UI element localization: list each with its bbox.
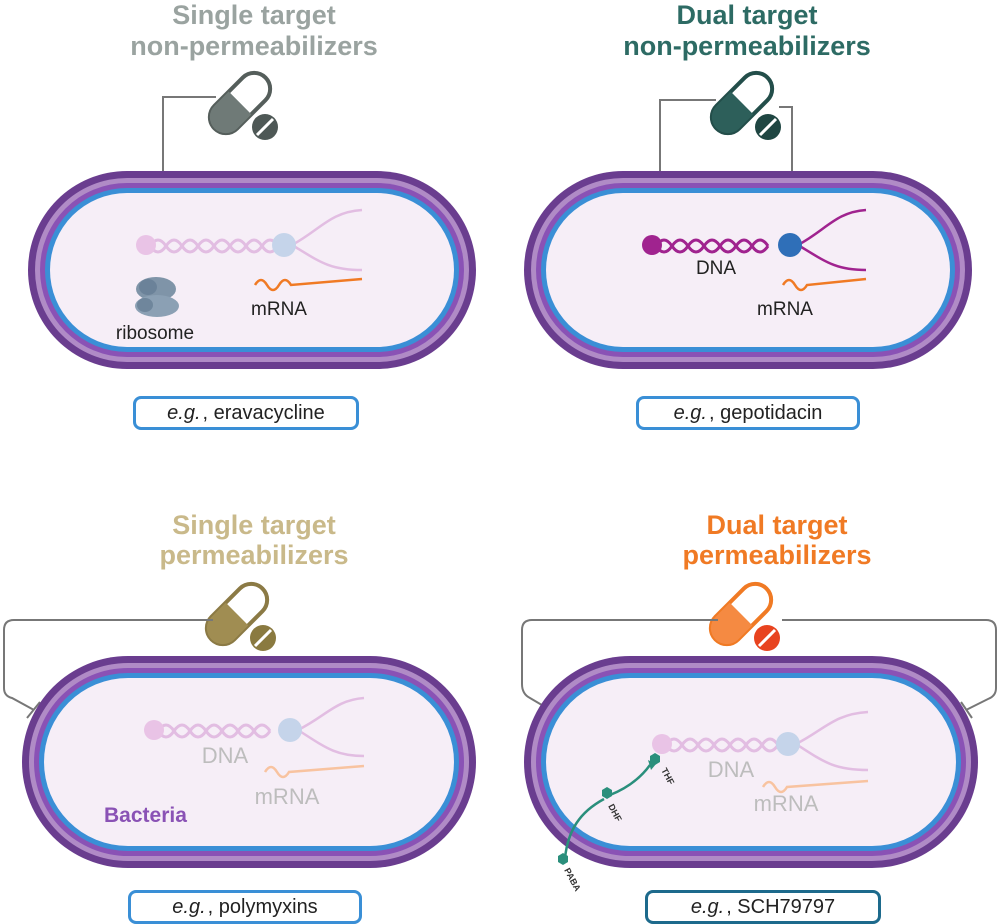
dna-label: DNA bbox=[696, 258, 736, 279]
example-name: , SCH79797 bbox=[726, 895, 836, 918]
example-polymyxins: e.g., polymyxins bbox=[128, 890, 362, 924]
panel-title-line2: permeabilizers bbox=[682, 540, 871, 570]
mrna-label: mRNA bbox=[754, 791, 819, 816]
example-sch79797: e.g., SCH79797 bbox=[645, 890, 881, 924]
panel-title-line1: Dual target bbox=[676, 0, 817, 30]
bacterial-cell bbox=[22, 656, 476, 868]
dna-label: DNA bbox=[708, 757, 755, 782]
example-prefix: e.g. bbox=[172, 895, 206, 918]
panel-title-line2: non-permeabilizers bbox=[130, 31, 378, 61]
dna-helix bbox=[144, 696, 365, 758]
ribosome-icon bbox=[135, 277, 179, 317]
example-eravacycline: e.g., eravacycline bbox=[133, 396, 359, 430]
dna-helix bbox=[642, 208, 867, 272]
dna-helix bbox=[136, 208, 363, 272]
folate-pathway bbox=[558, 753, 660, 865]
mrna-label: mRNA bbox=[251, 299, 307, 320]
membrane-inhibition-arrow-right bbox=[782, 619, 997, 719]
panel-single-target-non-permeabilizers: Single target non-permeabilizers bbox=[28, 0, 476, 369]
mrna-strand bbox=[761, 779, 869, 794]
mrna-strand bbox=[253, 277, 363, 292]
thf-node bbox=[650, 753, 660, 765]
dna-label: DNA bbox=[202, 743, 249, 768]
panel-dual-target-permeabilizers: Dual target permeabilizers bbox=[521, 510, 997, 893]
example-gepotidacin: e.g., gepotidacin bbox=[636, 396, 860, 430]
paba-node bbox=[558, 853, 568, 865]
example-prefix: e.g. bbox=[167, 401, 201, 424]
example-name: , gepotidacin bbox=[708, 401, 823, 424]
example-prefix: e.g. bbox=[673, 401, 707, 424]
dna-helix bbox=[652, 710, 869, 772]
drug-tablet-icon bbox=[252, 114, 278, 140]
panel-title-line1: Single target bbox=[172, 0, 336, 30]
panel-title-line2: permeabilizers bbox=[159, 540, 348, 570]
dhf-node bbox=[602, 787, 612, 799]
bacterial-cell bbox=[28, 171, 476, 369]
bacterial-cell bbox=[524, 656, 978, 868]
bacterial-cell bbox=[524, 171, 972, 369]
membrane-inhibition-arrow bbox=[3, 619, 213, 719]
paba-label: PABA bbox=[562, 866, 583, 893]
mrna-strand bbox=[781, 277, 867, 292]
mrna-strand bbox=[263, 764, 365, 779]
drug-tablet-icon bbox=[755, 114, 781, 140]
example-prefix: e.g. bbox=[690, 895, 725, 918]
drug-pill-icon bbox=[708, 581, 774, 647]
drug-pill-icon bbox=[207, 70, 273, 136]
bacteria-label: Bacteria bbox=[104, 804, 187, 827]
drug-pill-icon bbox=[709, 70, 775, 136]
ribosome-label: ribosome bbox=[116, 323, 194, 344]
mrna-label: mRNA bbox=[255, 784, 320, 809]
mrna-label: mRNA bbox=[757, 299, 813, 320]
drug-tablet-icon bbox=[250, 625, 276, 651]
drug-pill-icon bbox=[204, 581, 270, 647]
panel-title-line1: Single target bbox=[172, 510, 336, 540]
example-name: , polymyxins bbox=[207, 895, 318, 918]
example-name: , eravacycline bbox=[202, 401, 325, 424]
panel-title-line1: Dual target bbox=[706, 510, 847, 540]
drug-tablet-icon bbox=[754, 625, 780, 651]
panel-title-line2: non-permeabilizers bbox=[623, 31, 871, 61]
panel-single-target-permeabilizers: Single target permeabilizers bbox=[3, 510, 476, 868]
panel-dual-target-non-permeabilizers: Dual target non-permeabilizers bbox=[524, 0, 972, 369]
